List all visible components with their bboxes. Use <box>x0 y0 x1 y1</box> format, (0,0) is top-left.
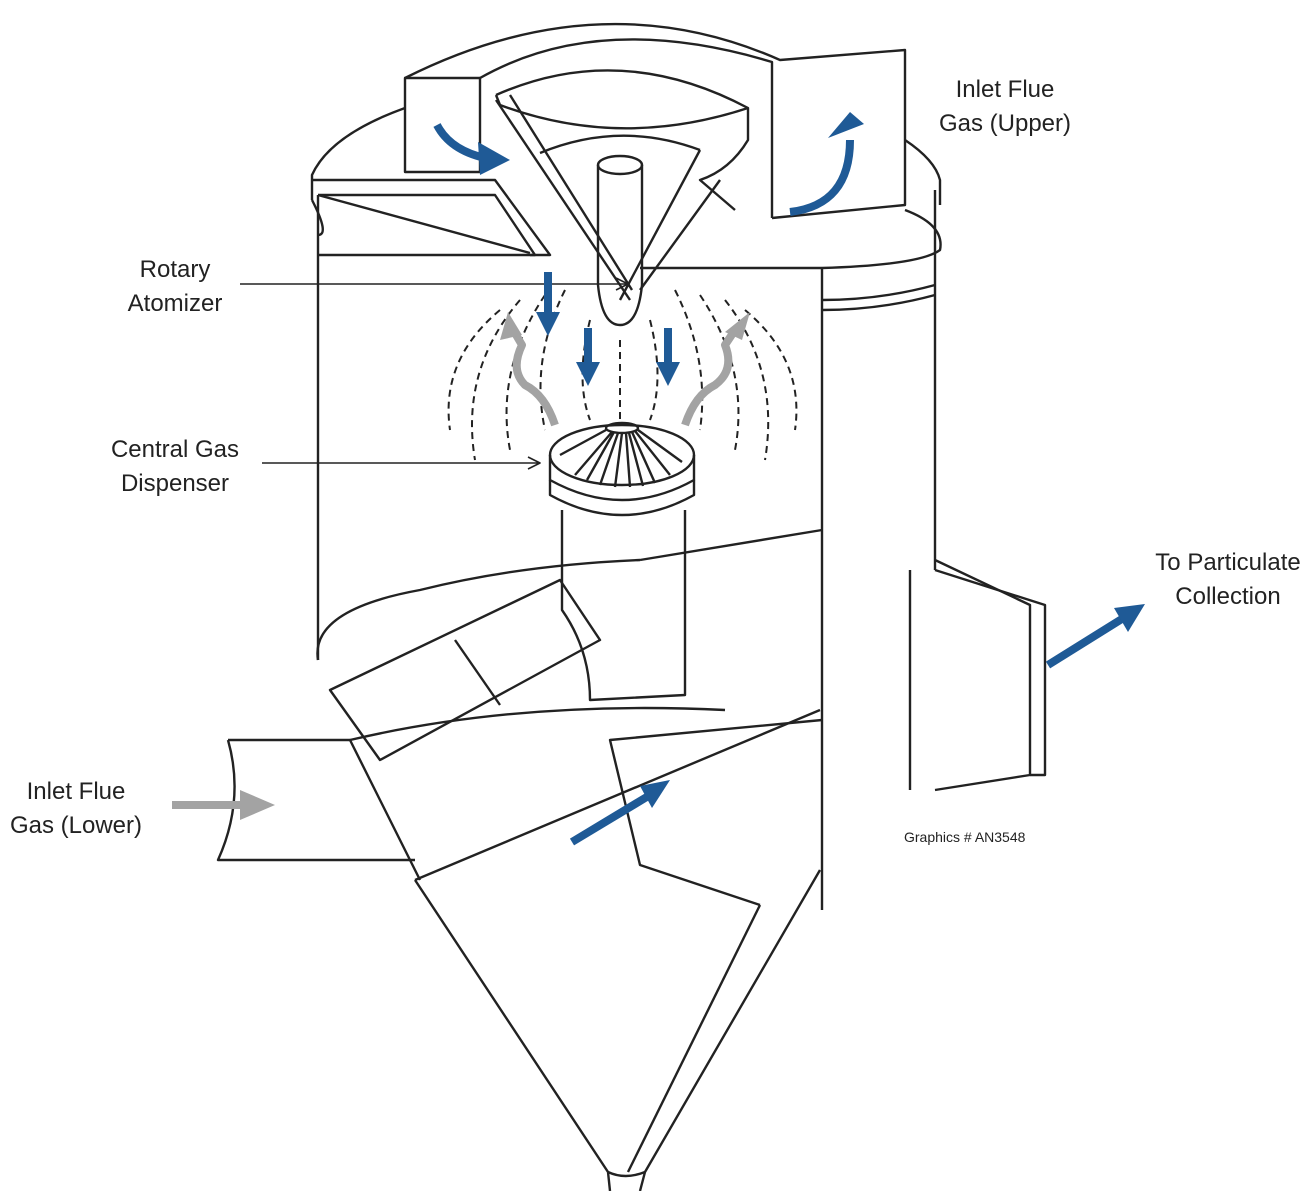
vessel-top <box>310 106 942 270</box>
graphics-id: Graphics # AN3548 <box>904 829 1026 845</box>
label-rotary-atomizer: Rotary Atomizer <box>100 253 250 321</box>
vessel-window <box>312 178 552 257</box>
hopper-cone <box>413 869 822 1191</box>
label-line: Inlet Flue <box>26 778 126 805</box>
label-central-gas-dispenser: Central Gas Dispenser <box>90 433 260 501</box>
central-gas-dispenser-pointer <box>262 456 541 470</box>
upper-inlet-housing <box>403 22 907 301</box>
label-line: Rotary <box>139 256 211 283</box>
rotary-atomizer-pointer <box>240 277 629 291</box>
label-line: Atomizer <box>127 290 223 317</box>
vessel-walls <box>316 190 1047 910</box>
label-line: To Particulate <box>1155 549 1301 576</box>
label-line: Dispenser <box>120 470 230 497</box>
rotary-atomizer-shape <box>596 154 644 327</box>
central-gas-dispenser-shape <box>548 421 696 702</box>
label-inlet-flue-gas-lower: Inlet Flue Gas (Lower) <box>0 775 152 843</box>
label-inlet-flue-gas-upper: Inlet Flue Gas (Upper) <box>930 73 1080 141</box>
label-line: Gas (Lower) <box>9 812 143 839</box>
gray-flow-arrows <box>172 325 739 809</box>
blue-flow-arrows <box>433 122 1128 846</box>
label-line: Central Gas <box>110 436 240 463</box>
label-line: Inlet Flue <box>955 76 1055 103</box>
leader-lines <box>240 277 629 470</box>
lower-inlet-duct <box>216 578 821 882</box>
gray-arrow-heads <box>240 312 750 820</box>
spray-pattern <box>447 289 798 461</box>
label-line: Gas (Upper) <box>938 110 1072 137</box>
label-to-particulate-collection: To Particulate Collection <box>1138 546 1315 614</box>
blue-arrow-heads <box>478 112 1145 808</box>
label-line: Collection <box>1175 583 1281 610</box>
